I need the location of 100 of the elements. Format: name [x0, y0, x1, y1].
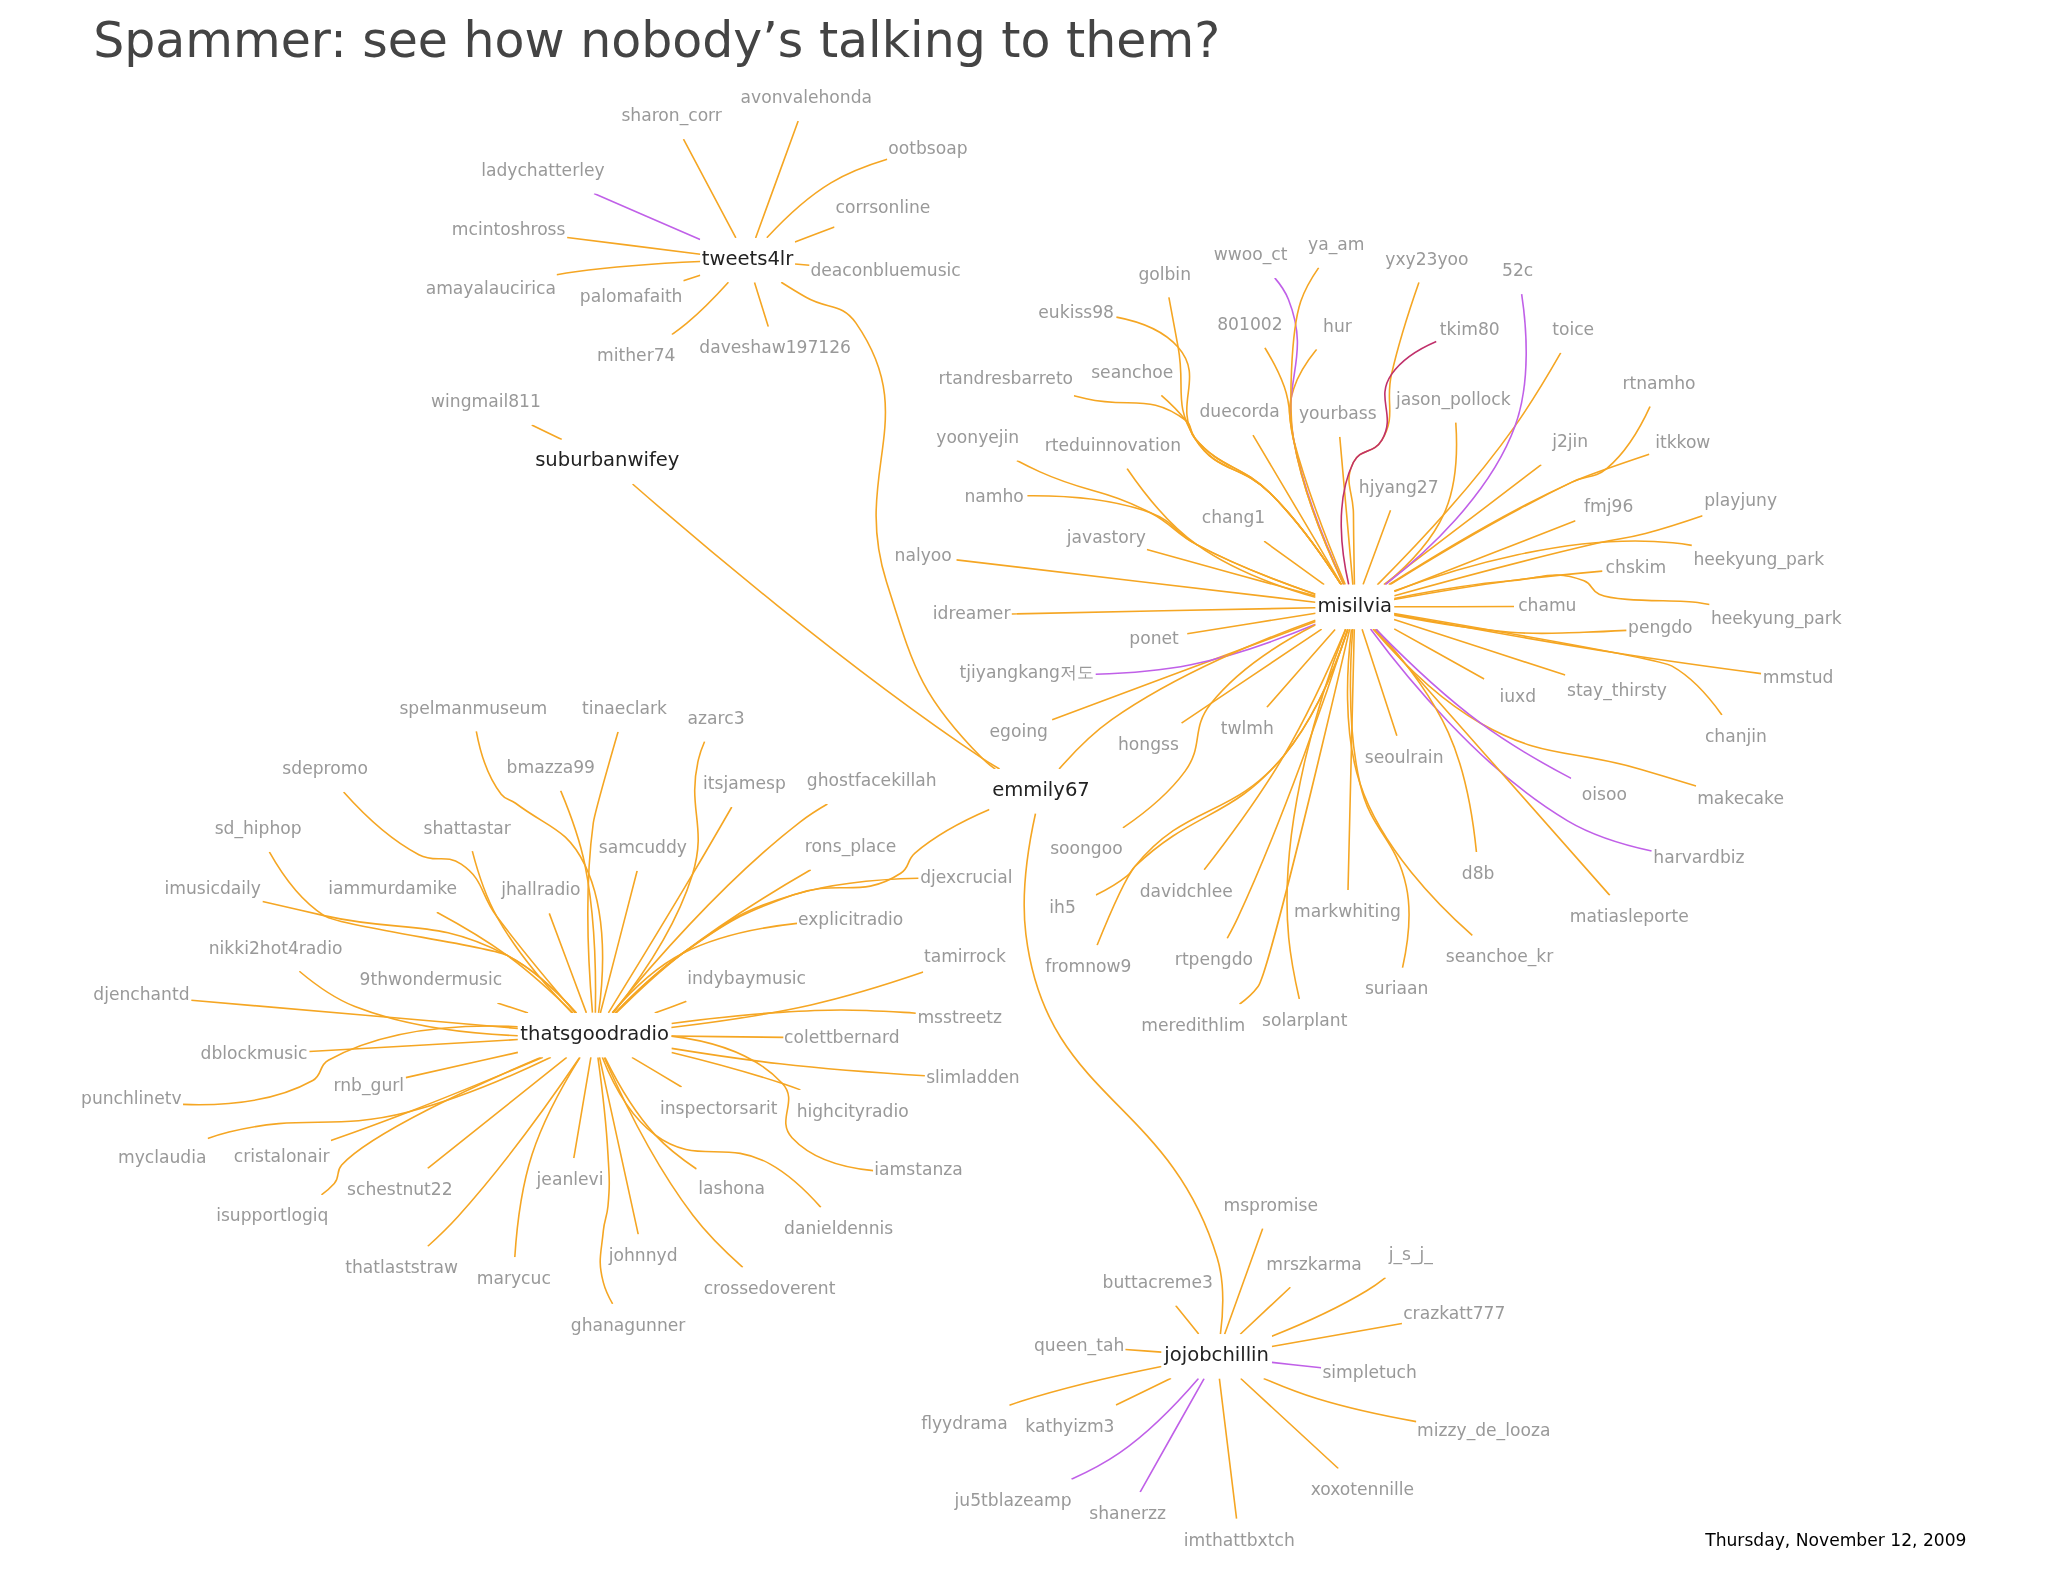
- connector: [308, 1038, 519, 1053]
- connector: [1376, 351, 1562, 586]
- connector: [601, 1056, 822, 1209]
- node-text: simpletuch: [1322, 1361, 1417, 1382]
- node-text: punchlinetv: [81, 1087, 182, 1108]
- node-text: jason_pollock: [1395, 388, 1511, 409]
- node-text: namho: [964, 485, 1024, 506]
- node-text: daveshaw197126: [699, 337, 852, 358]
- connector: [1262, 1377, 1418, 1423]
- connector: [1384, 293, 1527, 586]
- node-text: wwoo_ct: [1213, 244, 1288, 265]
- node-text: sd_hiphop: [214, 818, 302, 839]
- node-text: bmazza99: [506, 756, 595, 777]
- node-text: azarc3: [687, 707, 745, 728]
- connector: [754, 120, 799, 239]
- connector: [206, 1056, 552, 1140]
- node-text: emmily67: [992, 777, 1090, 801]
- connector: [342, 791, 577, 1014]
- connector: [548, 912, 588, 1014]
- node-text: seanchoe_kr: [1445, 946, 1554, 967]
- node-text: soongoo: [1050, 838, 1123, 859]
- connector: [1223, 1227, 1264, 1335]
- connector: [631, 1056, 683, 1088]
- node-text: corrsonline: [835, 197, 931, 218]
- node-text: danieldennis: [784, 1218, 894, 1239]
- node-text: shattastar: [423, 817, 511, 838]
- connector: [1373, 628, 1611, 897]
- connector: [1388, 405, 1651, 586]
- node-text: rtandresbarreto: [938, 368, 1074, 389]
- connector: [1145, 548, 1317, 597]
- node-text: hongss: [1117, 733, 1179, 754]
- node-text: davidchlee: [1139, 880, 1233, 901]
- connector: [1286, 628, 1347, 1000]
- node-text: yoonyejin: [936, 426, 1020, 447]
- node-text: schestnut22: [347, 1179, 453, 1200]
- node-text: ladychatterley: [481, 159, 605, 180]
- node-text: playjuny: [1704, 490, 1778, 511]
- connector: [1203, 628, 1347, 871]
- connector: [555, 260, 702, 276]
- node-text: rtnamho: [1622, 372, 1696, 393]
- node-text: indybaymusic: [687, 967, 807, 988]
- node-text: egoing: [989, 720, 1048, 741]
- connector: [1070, 1377, 1200, 1481]
- connector: [670, 971, 925, 1029]
- connector: [599, 870, 638, 1014]
- connector: [1361, 628, 1398, 737]
- node-text: chskim: [1605, 557, 1667, 578]
- node-text: ghostfacekillah: [806, 770, 937, 791]
- connector: [1393, 515, 1704, 597]
- connector: [496, 1002, 529, 1014]
- connector: [1349, 628, 1410, 969]
- connector: [1338, 436, 1354, 586]
- connector: [427, 1056, 581, 1248]
- node-text: yxy23yoo: [1385, 248, 1469, 269]
- node-text: inspectorsarit: [660, 1097, 778, 1118]
- node-text: jeanlevi: [536, 1168, 604, 1189]
- node-text: 801002: [1217, 313, 1283, 334]
- node-text: ih5: [1049, 897, 1076, 918]
- connector: [1393, 605, 1515, 608]
- connector: [1226, 628, 1349, 940]
- node-text: msstreetz: [917, 1007, 1003, 1028]
- node-text: mither74: [597, 345, 676, 366]
- node-text: isupportlogiq: [216, 1205, 329, 1226]
- connector: [670, 1047, 926, 1077]
- connector: [436, 911, 574, 1014]
- diagram-title: Spammer: see how nobody’s talking to them?: [93, 12, 1221, 70]
- connector: [1393, 570, 1604, 601]
- node-text: colettbernard: [784, 1026, 900, 1047]
- node-text: chang1: [1201, 507, 1266, 528]
- connector: [1372, 628, 1697, 787]
- node-text: matiasleporte: [1569, 906, 1689, 927]
- connector: [1347, 628, 1356, 891]
- node-text: chamu: [1518, 595, 1577, 616]
- node-text: duecorda: [1199, 401, 1280, 422]
- node-text: twlmh: [1220, 718, 1274, 739]
- connector: [587, 730, 619, 1014]
- node-text: ponet: [1129, 627, 1179, 648]
- node-text: xoxotennille: [1310, 1479, 1415, 1500]
- node-text: lashona: [698, 1178, 766, 1199]
- node-text: iammurdamike: [328, 878, 458, 899]
- connector: [597, 1056, 614, 1305]
- connector: [1387, 453, 1650, 586]
- node-text: myclaudia: [117, 1146, 207, 1167]
- connector: [1266, 628, 1336, 709]
- node-text: mmstud: [1762, 666, 1834, 687]
- node-text: ootbsoap: [888, 137, 968, 158]
- node-text: dblockmusic: [200, 1043, 308, 1064]
- connector: [573, 1056, 592, 1159]
- connector: [1008, 1365, 1163, 1407]
- connector: [1270, 1322, 1403, 1348]
- node-text: 9thwondermusic: [359, 969, 503, 990]
- node-text: mrszkarma: [1266, 1253, 1362, 1274]
- connector: [612, 740, 706, 1014]
- connector: [1375, 628, 1478, 853]
- connector: [671, 281, 730, 336]
- connector: [1126, 467, 1317, 599]
- node-text: harvardbiz: [1653, 847, 1745, 868]
- connector: [682, 274, 701, 282]
- connector: [1346, 628, 1474, 937]
- node-text: amayalaucirica: [425, 277, 556, 298]
